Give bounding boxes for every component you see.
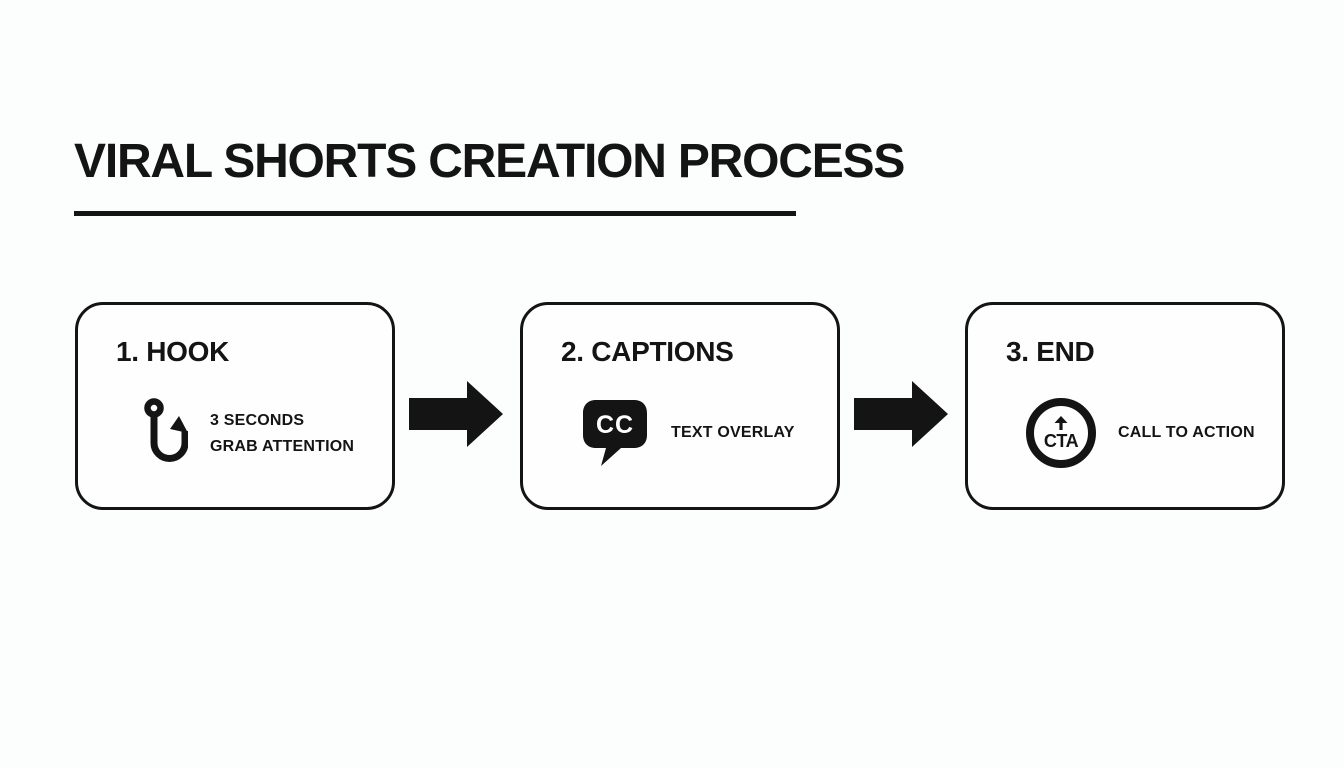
title-underline bbox=[74, 211, 796, 216]
page-title: VIRAL SHORTS CREATION PROCESS bbox=[74, 135, 905, 188]
step-detail-line: 3 SECONDS bbox=[210, 411, 305, 429]
step-detail-lines: 3 SECONDS GRAB ATTENTION bbox=[210, 408, 354, 460]
step-card-end: 3. END CTA CALL TO ACTION bbox=[965, 302, 1285, 510]
step-detail-line: CALL TO ACTION bbox=[1118, 423, 1255, 441]
closed-captions-label: CC bbox=[596, 411, 634, 439]
step-content-row: CTA CALL TO ACTION bbox=[1026, 397, 1282, 468]
step-card-captions: 2. CAPTIONS CC TEXT OVERLAY bbox=[520, 302, 840, 510]
step-heading: 3. END bbox=[1006, 336, 1095, 367]
process-flow: 1. HOOK 3 SECONDS GRAB ATTENTION bbox=[75, 302, 1285, 510]
step-heading: 2. CAPTIONS bbox=[561, 336, 734, 367]
cta-circle-icon: CTA bbox=[1026, 397, 1096, 468]
right-arrow-icon bbox=[854, 378, 951, 450]
step-detail-line: GRAB ATTENTION bbox=[210, 437, 355, 455]
step-content-row: 3 SECONDS GRAB ATTENTION bbox=[136, 398, 392, 470]
step-card-hook: 1. HOOK 3 SECONDS GRAB ATTENTION bbox=[75, 302, 395, 510]
step-detail-lines: TEXT OVERLAY bbox=[671, 420, 795, 446]
up-arrow-icon bbox=[1053, 415, 1069, 430]
cta-label: CTA bbox=[1043, 430, 1079, 451]
step-detail-lines: CALL TO ACTION bbox=[1118, 420, 1255, 446]
step-detail-line: TEXT OVERLAY bbox=[671, 423, 795, 441]
fish-hook-icon bbox=[136, 398, 189, 470]
right-arrow-icon bbox=[409, 378, 506, 450]
closed-captions-icon: CC bbox=[581, 398, 649, 468]
step-content-row: CC TEXT OVERLAY bbox=[581, 398, 837, 468]
step-heading: 1. HOOK bbox=[116, 336, 230, 367]
